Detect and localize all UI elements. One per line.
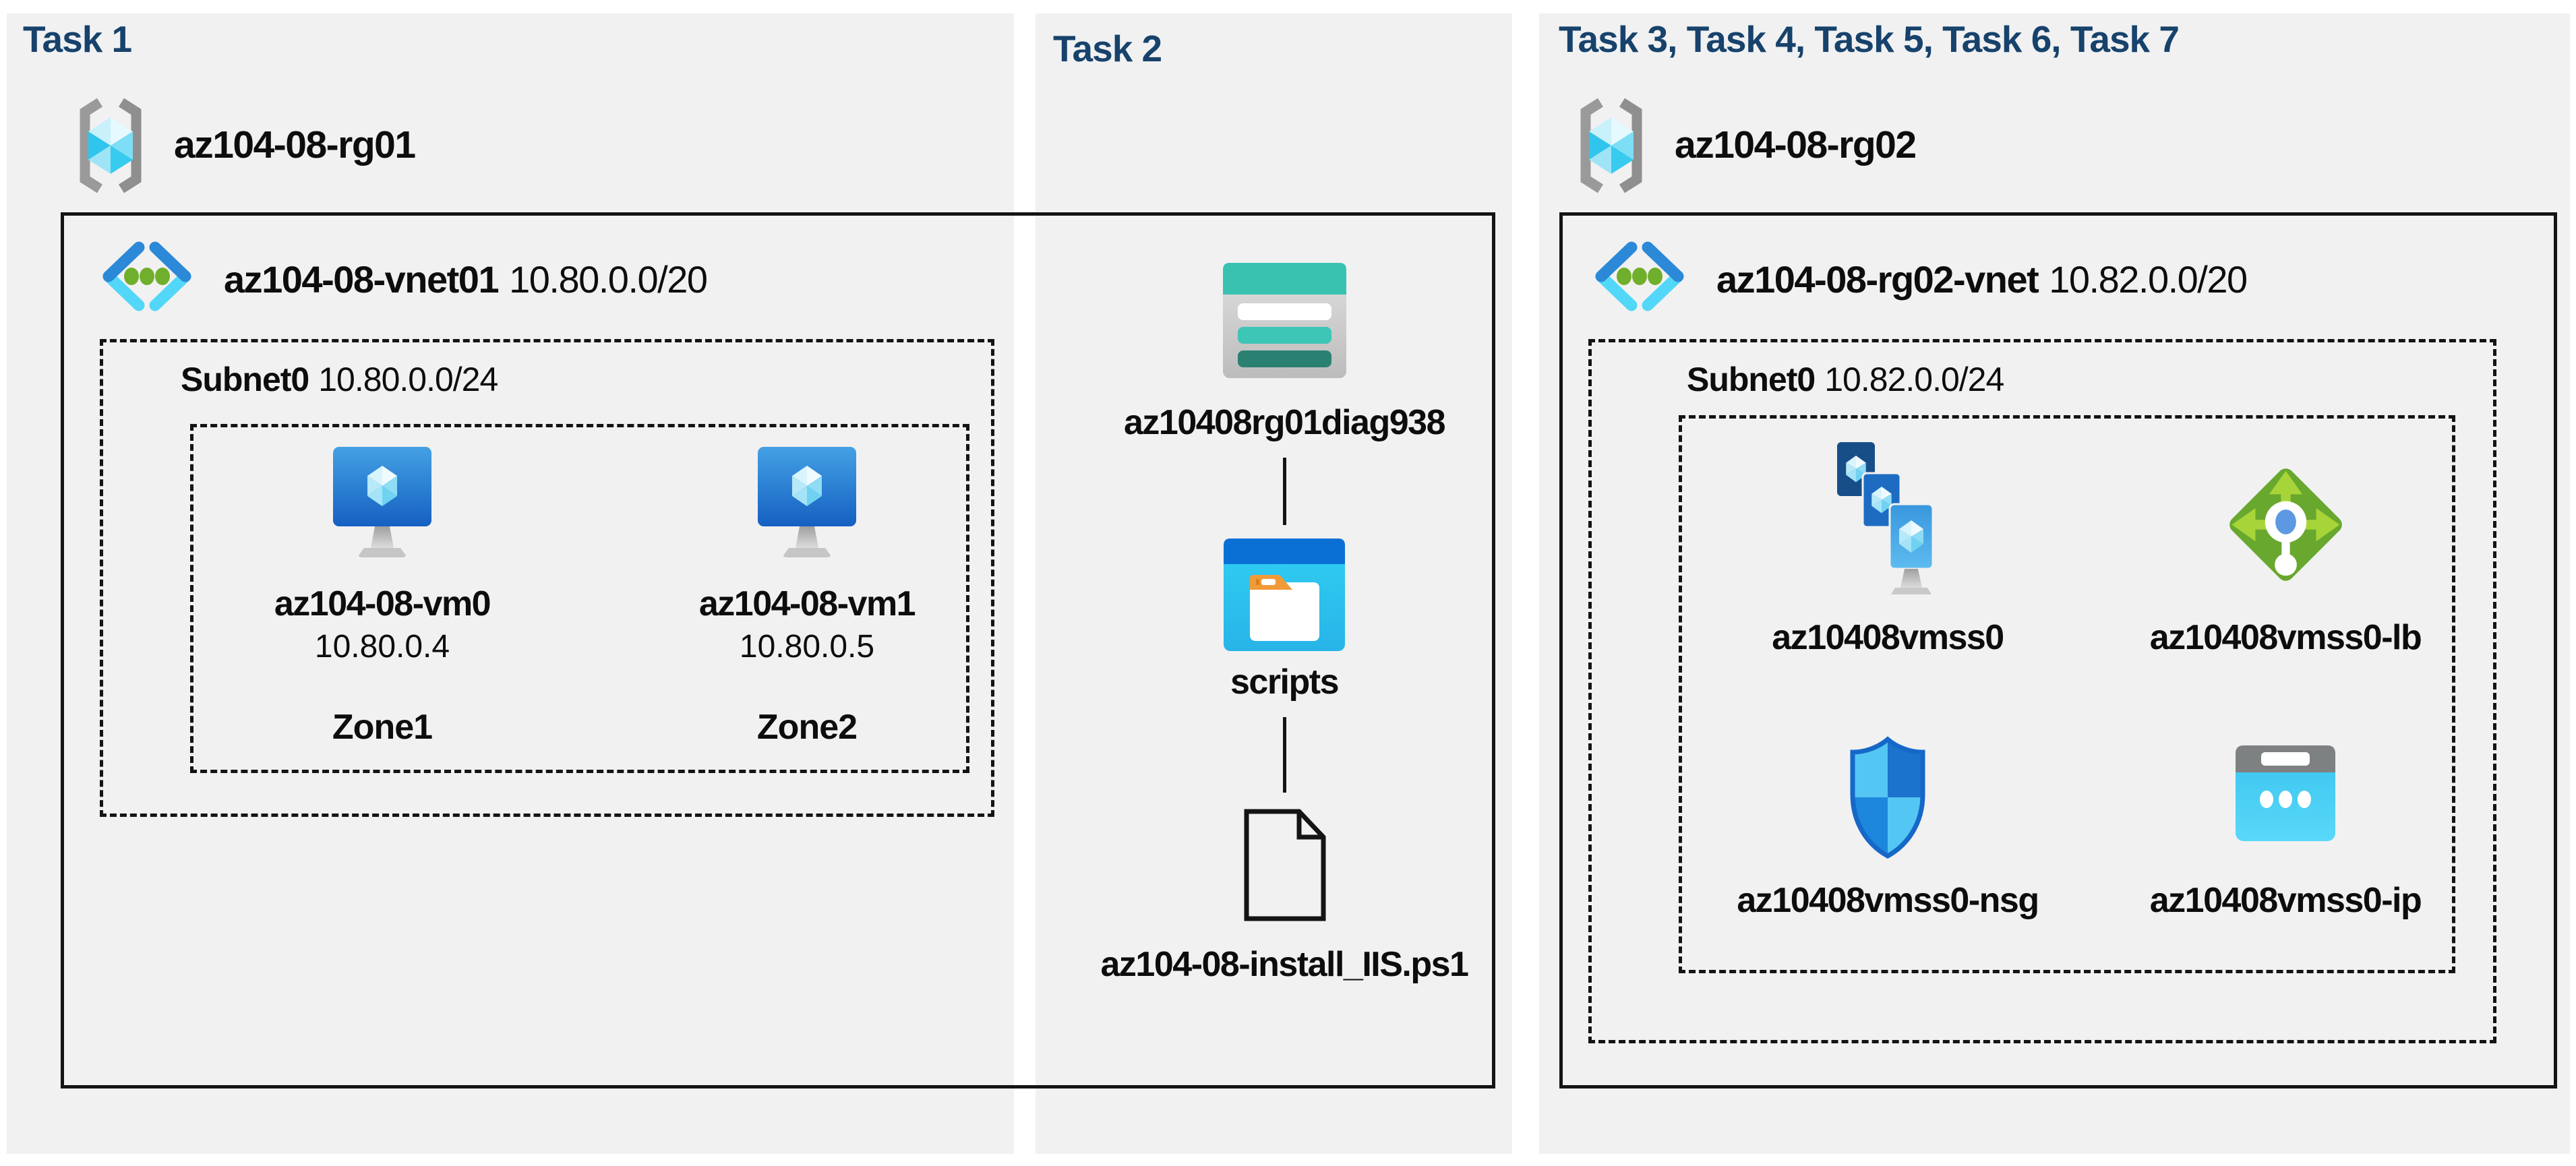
file-icon xyxy=(1244,809,1326,921)
resource-name: az10408vmss0 xyxy=(1772,618,2004,657)
vnet-boundary-task3 xyxy=(1559,212,2557,1088)
subnet-cidr: 10.82.0.0/24 xyxy=(1824,361,2004,398)
panel-task1 xyxy=(7,13,1014,1154)
storage-account-name: az10408rg01diag938 xyxy=(1123,403,1446,442)
task1-title: Task 1 xyxy=(23,18,132,60)
connector-line xyxy=(1282,717,1286,793)
connector-line xyxy=(1282,458,1286,525)
resource-name: az10408vmss0-ip xyxy=(2149,881,2422,920)
subnet-boundary-task1 xyxy=(100,339,994,817)
vm-icon xyxy=(333,447,431,557)
container-name: scripts xyxy=(1230,663,1340,702)
file-name: az104-08-install_IIS.ps1 xyxy=(1100,945,1469,984)
vmss-group-boundary xyxy=(1679,415,2455,973)
blob-container-icon xyxy=(1224,539,1345,651)
task2-title: Task 2 xyxy=(1053,28,1162,69)
load-balancer-icon xyxy=(2229,468,2342,581)
public-ip-icon xyxy=(2236,745,2335,841)
vmss-icon xyxy=(1837,442,1934,594)
resource-group-name: az104-08-rg01 xyxy=(174,123,416,166)
vm-zone: Zone1 xyxy=(332,708,433,747)
resource-item-nsg: az10408vmss0-nsg xyxy=(1733,733,2043,921)
vnet-cidr: 10.82.0.0/20 xyxy=(2049,258,2248,301)
vm-item-0: az104-08-vm0 10.80.0.4 Zone1 xyxy=(258,447,507,747)
vnet-name: az104-08-vnet01 xyxy=(224,258,500,301)
subnet-name: Subnet0 xyxy=(1687,361,1816,398)
task3-7-title: Task 3, Task 4, Task 5, Task 6, Task 7 xyxy=(1559,18,2180,60)
subnet-name: Subnet0 xyxy=(181,361,309,398)
vnet-cidr: 10.80.0.0/20 xyxy=(509,258,708,301)
task2-flow: az10408rg01diag938 scripts az104-08-inst… xyxy=(1075,263,1493,985)
vnet-name: az104-08-rg02-vnet xyxy=(1716,258,2039,301)
virtual-network-icon xyxy=(1595,241,1684,311)
resource-group-icon xyxy=(80,98,142,193)
resource-name: az10408vmss0-lb xyxy=(2149,618,2422,657)
subnet-cidr: 10.80.0.0/24 xyxy=(318,361,498,398)
vm-item-1: az104-08-vm1 10.80.0.5 Zone2 xyxy=(682,447,932,747)
resource-item-vmss: az10408vmss0 xyxy=(1733,439,2043,658)
vm-icon xyxy=(758,447,856,557)
vm-ip: 10.80.0.4 xyxy=(314,629,450,665)
vnet-boundary-task1 xyxy=(61,212,1495,1088)
nsg-icon xyxy=(1850,736,1925,859)
panel-task3-7 xyxy=(1539,13,2570,1154)
vm-name: az104-08-vm1 xyxy=(698,584,916,623)
vm-name: az104-08-vm0 xyxy=(274,584,491,623)
resource-group-name: az104-08-rg02 xyxy=(1675,123,1917,166)
resource-name: az10408vmss0-nsg xyxy=(1737,881,2039,920)
subnet-boundary-task3 xyxy=(1588,339,2496,1043)
resource-item-ip: az10408vmss0-ip xyxy=(2130,733,2440,921)
vm-group-boundary xyxy=(190,424,969,773)
storage-account-icon xyxy=(1222,263,1346,378)
vm-ip: 10.80.0.5 xyxy=(739,629,875,665)
vm-zone: Zone2 xyxy=(756,708,858,747)
virtual-network-icon xyxy=(102,241,191,311)
resource-item-lb: az10408vmss0-lb xyxy=(2130,439,2440,658)
resource-group-icon xyxy=(1580,98,1642,193)
